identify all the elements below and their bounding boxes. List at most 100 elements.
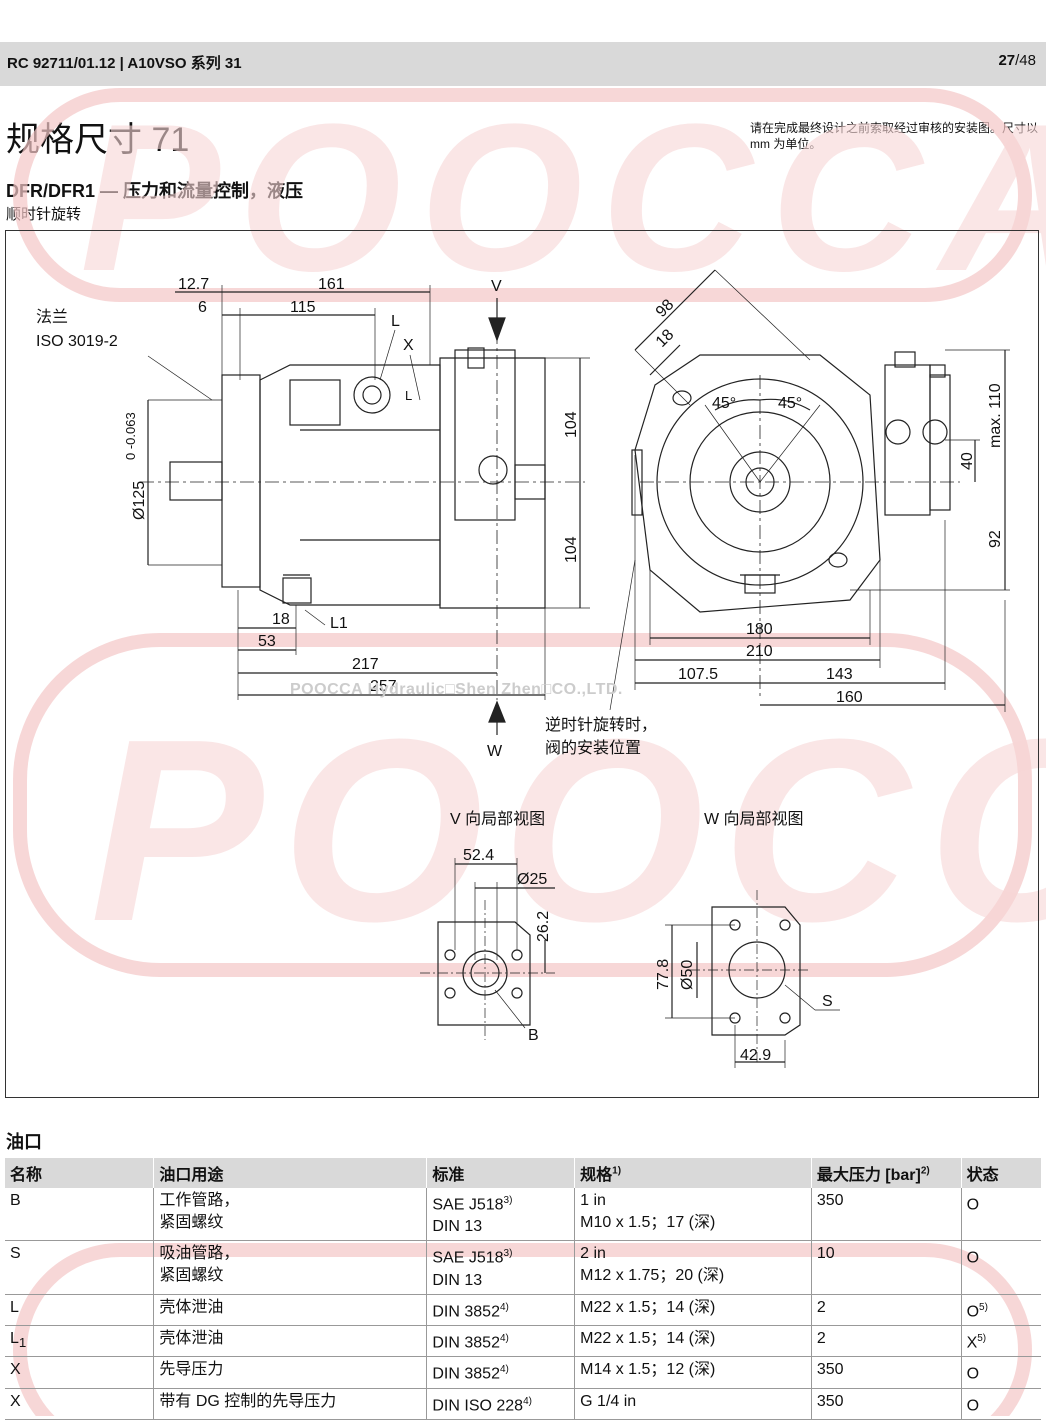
dim-180: 180	[746, 621, 773, 638]
dim-18: 18	[272, 611, 290, 628]
port-pressure: 350	[811, 1388, 962, 1420]
port-standard: DIN ISO 2284)	[426, 1388, 576, 1420]
angle-45-right: 45°	[778, 395, 802, 412]
dim-26-2: 26.2	[535, 911, 552, 942]
port-standard: SAE J5183)DIN 13	[426, 1188, 576, 1242]
port-s-label: S	[822, 993, 833, 1010]
dim-257: 257	[370, 678, 397, 695]
port-pressure: 2	[811, 1325, 962, 1358]
port-b-label: B	[528, 1027, 539, 1044]
port-use: 吸油管路，紧固螺纹	[153, 1240, 428, 1295]
port-plate	[439, 357, 546, 609]
port-state: X5)	[961, 1325, 1041, 1358]
dim-104-bottom: 104	[563, 536, 580, 563]
angle-45-left: 45°	[712, 395, 736, 412]
port-l-label: L	[391, 313, 400, 330]
dim-shaft-tolerance: 0 -0.063	[123, 412, 138, 460]
dim-104-top: 104	[563, 411, 580, 438]
dim-98: 98	[653, 296, 678, 321]
ccw-note-line1: 逆时针旋转时，	[545, 716, 657, 734]
port-standard: DIN 38524)	[426, 1294, 576, 1326]
dim-diameter-25: Ø25	[517, 871, 547, 888]
dim-217: 217	[352, 656, 379, 673]
ccw-note-line2: 阀的安装位置	[545, 739, 641, 757]
port-pressure: 350	[811, 1188, 962, 1242]
view-v-arrow-label: V	[491, 278, 502, 295]
dim-115: 115	[290, 299, 316, 316]
port-state: O5)	[961, 1294, 1041, 1326]
port-size: M14 x 1.5；12 (深)	[574, 1356, 812, 1389]
drawing-frame	[5, 230, 1039, 1098]
dim-12-7: 12.7	[178, 276, 209, 293]
dim-77-8: 77.8	[655, 959, 672, 990]
col-state: 状态	[961, 1158, 1041, 1188]
dim-53: 53	[258, 633, 276, 650]
port-use: 先导压力	[153, 1356, 428, 1389]
port-state: O	[961, 1240, 1041, 1295]
dim-161: 161	[318, 276, 345, 293]
port-x-label: X	[403, 337, 414, 354]
col-size: 规格1)	[574, 1158, 812, 1188]
port-l1-label: L1	[330, 615, 348, 632]
col-use: 油口用途	[153, 1158, 428, 1188]
port-state: O	[961, 1356, 1041, 1389]
page-total: /48	[1015, 52, 1036, 69]
mounting-flange	[221, 374, 261, 588]
port-pressure: 10	[811, 1240, 962, 1295]
port-state: O	[961, 1388, 1041, 1420]
dim-6: 6	[198, 299, 207, 316]
port-state: O	[961, 1188, 1041, 1242]
port-use: 壳体泄油	[153, 1294, 428, 1326]
port-pressure: 2	[811, 1294, 962, 1326]
flange-standard-label: ISO 3019-2	[36, 333, 118, 350]
dim-diameter-50: Ø50	[679, 960, 696, 990]
dim-shaft-diameter: Ø125	[131, 481, 148, 520]
view-w-title: W 向局部视图	[704, 810, 804, 828]
dim-92: 92	[987, 530, 1004, 548]
dim-107-5: 107.5	[678, 666, 718, 683]
ports-section-title: 油口	[6, 1132, 42, 1152]
dim-max-110: max. 110	[987, 383, 1004, 448]
col-standard: 标准	[426, 1158, 576, 1188]
port-use: 工作管路，紧固螺纹	[153, 1188, 428, 1242]
page-number: 27/48	[998, 52, 1036, 69]
port-l-small-label: L	[405, 388, 412, 403]
port-pressure: 350	[811, 1356, 962, 1389]
ports-table-header: 名称 油口用途 标准 规格1) 最大压力 [bar]2) 状态	[5, 1158, 1041, 1188]
watermark-text: POOCCA Hydraulic□Shen Zhen□CO.,LTD.	[290, 681, 623, 698]
port-use: 带有 DG 控制的先导压力	[153, 1388, 428, 1420]
pump-front-housing	[634, 354, 881, 613]
port-name: L	[5, 1294, 155, 1326]
col-max-pressure: 最大压力 [bar]2)	[811, 1158, 962, 1188]
header-bar	[0, 42, 1046, 86]
port-name: X	[5, 1388, 155, 1420]
col-name: 名称	[5, 1158, 155, 1188]
dim-40: 40	[959, 452, 976, 470]
dim-42-9: 42.9	[740, 1047, 771, 1064]
port-name: S	[5, 1240, 155, 1295]
v-view-flange	[437, 921, 531, 1026]
control-valve	[454, 349, 516, 521]
port-standard: DIN 38524)	[426, 1356, 576, 1389]
view-w-arrow-label: W	[487, 743, 503, 760]
dim-210: 210	[746, 643, 773, 660]
dim-52-4: 52.4	[463, 847, 494, 864]
port-standard: DIN 38524)	[426, 1325, 576, 1358]
port-use: 壳体泄油	[153, 1325, 428, 1358]
dim-18-angle: 18	[653, 326, 678, 351]
port-size: G 1/4 in	[574, 1388, 812, 1420]
doc-reference: RC 92711/01.12 | A10VSO 系列 31	[7, 55, 242, 72]
pump-housing	[259, 364, 441, 606]
drive-shaft	[169, 461, 223, 501]
dim-160: 160	[836, 689, 863, 706]
